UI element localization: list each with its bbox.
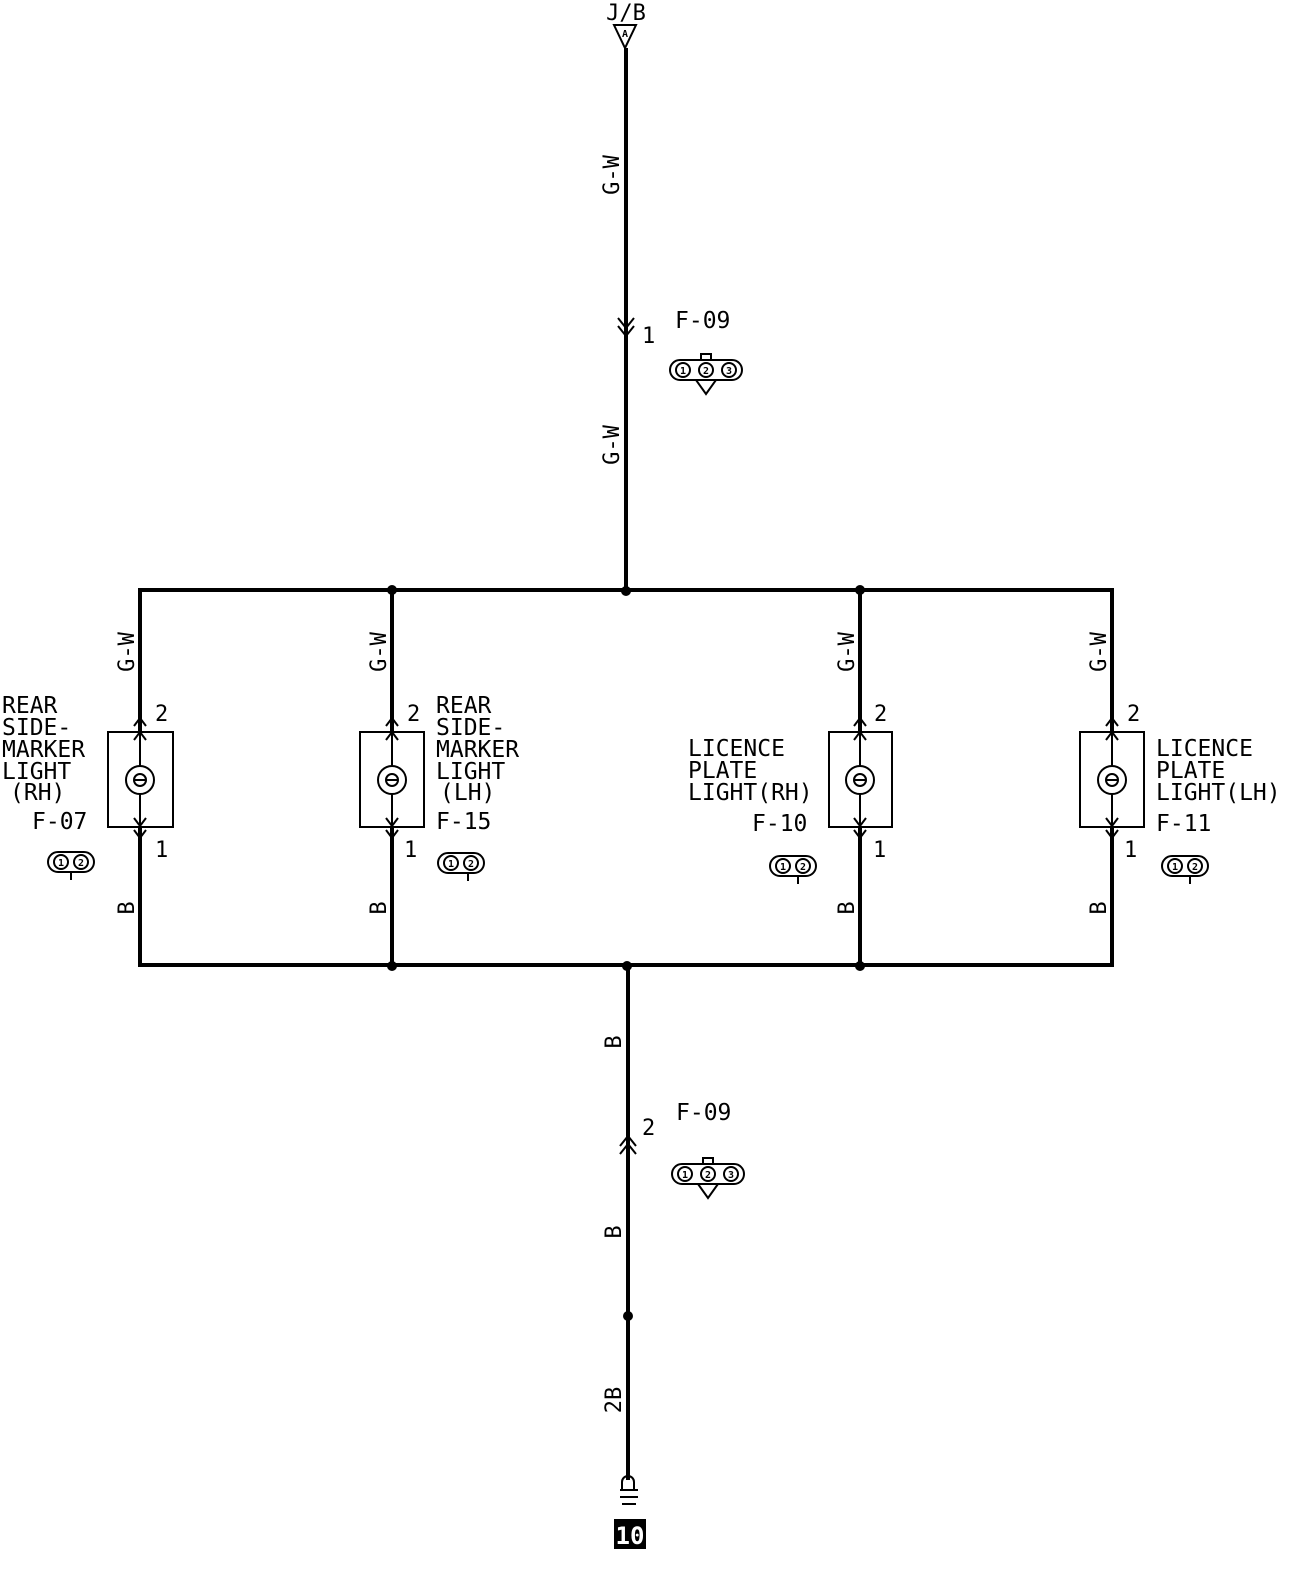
svg-text:1: 1: [682, 1170, 688, 1181]
svg-text:3: 3: [728, 1170, 734, 1181]
junction-block-connector-symbol: [612, 24, 638, 51]
connector-id: F-07: [32, 809, 87, 835]
connector-id: F-10: [752, 811, 807, 837]
lamp-name-line-2: SIDE-: [436, 715, 505, 741]
f09-bottom-connector-icon: 1 2 3: [671, 1157, 745, 1200]
connector-icon: 1 2: [437, 852, 485, 881]
lamp-name-line-5: (RH): [10, 780, 65, 806]
connector-icon: 1 2: [1161, 855, 1209, 884]
f09-top-pin-arrow-1: [617, 317, 635, 330]
svg-text:1: 1: [58, 858, 64, 869]
lamp-name-line-4: LIGHT: [2, 759, 71, 785]
wire-color-b: B: [1087, 901, 1112, 914]
feed-wire-color-lower: G-W: [600, 424, 625, 464]
f09-top-pin-number: 1: [642, 324, 655, 349]
pin-top: 2: [155, 702, 168, 727]
ground-wire-splice: [623, 1311, 633, 1321]
connector-icon: 1 2: [47, 851, 95, 880]
connector-icon: 1 2: [769, 855, 817, 884]
svg-text:2: 2: [1192, 862, 1198, 873]
svg-text:2: 2: [705, 1170, 711, 1181]
lamp-name-line-1: REAR: [2, 693, 58, 719]
svg-text:1: 1: [780, 862, 786, 873]
svg-text:2: 2: [800, 862, 806, 873]
svg-text:1: 1: [1172, 862, 1178, 873]
ground-wire-color-final: 2B: [602, 1387, 627, 1414]
f09-bottom-pin-number: 2: [642, 1116, 655, 1141]
lamp-name-line-5: (LH): [440, 780, 495, 806]
connector-id: F-11: [1156, 811, 1211, 837]
lamp-rear-side-marker-lh: G-W B 2 1 REAR SIDE- MARKER LIGHT (LH) F…: [359, 588, 519, 967]
ground-point-badge: [614, 1519, 646, 1549]
lamp-name-line-3: LIGHT(RH): [688, 780, 813, 806]
lamp-name-line-2: SIDE-: [2, 715, 71, 741]
connector-id: F-15: [436, 809, 491, 835]
f09-top-connector-id: F-09: [675, 308, 730, 334]
lamp-name-line-1: LICENCE: [688, 736, 785, 762]
f09-top-connector-icon: 1 2 3: [669, 353, 743, 396]
pin-top: 2: [1127, 702, 1140, 727]
pin-top: 2: [874, 702, 887, 727]
ground-wire-color-lower: B: [602, 1225, 627, 1238]
ground-wire-color-upper: B: [602, 1035, 627, 1048]
svg-text:2: 2: [703, 366, 709, 377]
wire-color-gw: G-W: [1087, 631, 1112, 671]
lamp-licence-plate-lh: G-W B 2 1 LICENCE PLATE LIGHT(LH) F-11 1…: [1079, 588, 1281, 967]
f09-bottom-pin-arrow-2: [619, 1142, 637, 1155]
svg-text:1: 1: [448, 859, 454, 870]
lamp-name-line-4: LIGHT: [436, 759, 505, 785]
junction-block-label: J/B: [606, 1, 646, 26]
lamp-name-line-1: LICENCE: [1156, 736, 1253, 762]
wire-color-b: B: [115, 901, 140, 914]
lamp-name-line-3: MARKER: [2, 737, 85, 763]
pin-bottom: 1: [873, 838, 886, 863]
f09-top-pin-arrow-2: [617, 325, 635, 338]
lamp-licence-plate-rh: G-W B 2 1 LICENCE PLATE LIGHT(RH) F-10 1…: [688, 588, 893, 967]
f09-bottom-pin-arrow-1: [619, 1134, 637, 1147]
wire-color-gw: G-W: [367, 631, 392, 671]
lamp-name-line-2: PLATE: [1156, 758, 1225, 784]
lamp-name-line-3: MARKER: [436, 737, 519, 763]
ground-symbol-icon: [620, 1475, 638, 1505]
ground-point-number: 10: [616, 1522, 645, 1550]
wire-color-gw: G-W: [115, 631, 140, 671]
svg-text:3: 3: [726, 366, 732, 377]
pin-bottom: 1: [155, 838, 168, 863]
junction-block-connector-letter: A: [622, 29, 628, 40]
svg-text:1: 1: [680, 366, 686, 377]
wire-color-b: B: [835, 901, 860, 914]
lamp-name-line-2: PLATE: [688, 758, 757, 784]
pin-bottom: 1: [1124, 838, 1137, 863]
feed-wire-color-upper: G-W: [600, 154, 625, 194]
wire-color-b: B: [367, 901, 392, 914]
f09-bottom-connector-id: F-09: [676, 1100, 731, 1126]
pin-bottom: 1: [404, 838, 417, 863]
wire-color-gw: G-W: [835, 631, 860, 671]
pin-top: 2: [407, 702, 420, 727]
lamp-name-line-3: LIGHT(LH): [1156, 780, 1281, 806]
feed-splice-center: [621, 586, 631, 596]
lamp-rear-side-marker-rh: G-W B 2 1 REAR SIDE- MARKER LIGHT (RH) F…: [2, 588, 174, 967]
lamp-name-line-1: REAR: [436, 693, 492, 719]
svg-text:2: 2: [468, 859, 474, 870]
svg-text:2: 2: [78, 858, 84, 869]
